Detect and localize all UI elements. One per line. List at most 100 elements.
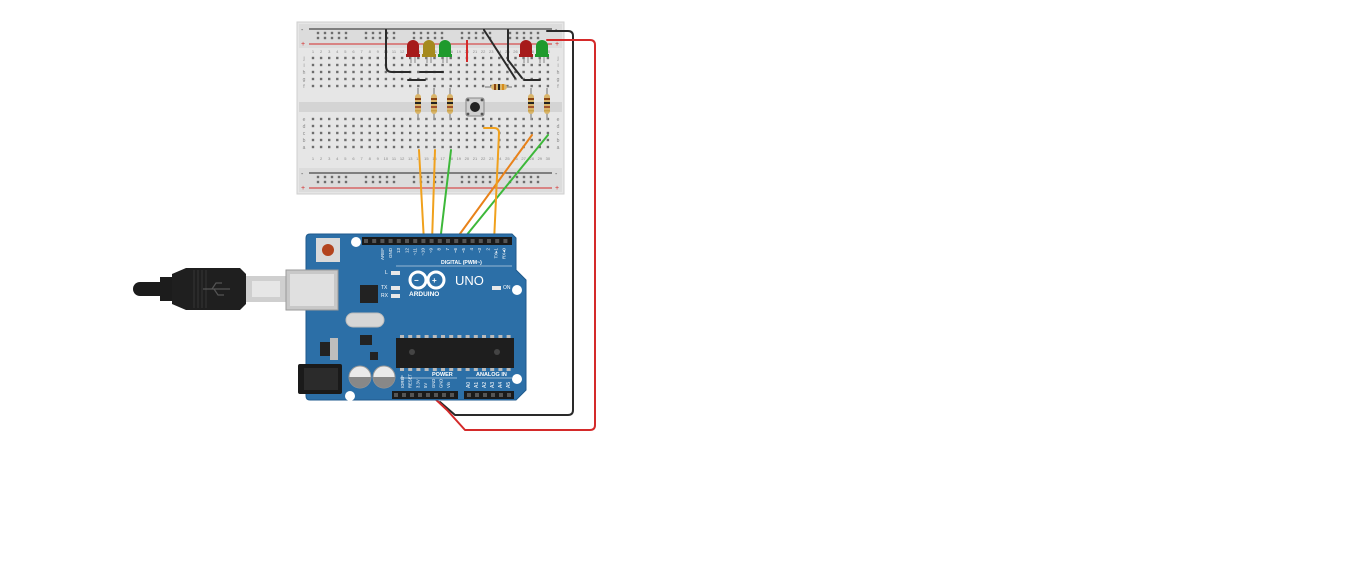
power-header[interactable] xyxy=(392,391,458,399)
led-yellow-1[interactable] xyxy=(422,40,436,63)
bb-col-number: 8 xyxy=(369,156,372,161)
resistor-2[interactable] xyxy=(431,88,437,120)
rx-led-label: RX xyxy=(381,293,389,299)
bb-col-number: 13 xyxy=(408,156,413,161)
bb-col-number: 3 xyxy=(328,49,331,54)
digital-pin-label: 8 xyxy=(437,248,442,251)
rail-plus-label-br: + xyxy=(555,185,559,192)
bb-col-number: 10 xyxy=(384,156,389,161)
analog-pin-label: A1 xyxy=(474,382,480,388)
bb-col-number: 25 xyxy=(505,156,510,161)
digital-pin-label: RX◂0 xyxy=(502,248,507,260)
arduino-logo-icon xyxy=(408,270,446,290)
bb-col-number: 18 xyxy=(448,49,453,54)
bb-col-number: 24 xyxy=(497,156,502,161)
signal-wires[interactable] xyxy=(418,127,549,243)
bb-col-number: 5 xyxy=(344,49,347,54)
resistors[interactable] xyxy=(415,88,550,120)
bb-col-number: 5 xyxy=(344,156,347,161)
usb-cable[interactable] xyxy=(133,268,286,310)
breadboard-black-jumpers[interactable] xyxy=(385,29,541,81)
wire-pin-2 xyxy=(483,127,501,243)
tx-led-label: TX xyxy=(381,285,388,291)
resistor-3[interactable] xyxy=(447,88,453,120)
bb-row-letter: b xyxy=(303,138,306,144)
bb-col-number: 22 xyxy=(481,156,486,161)
resistor-pulldown[interactable] xyxy=(485,84,512,90)
bb-col-number: 7 xyxy=(360,49,363,54)
on-led-label: ON xyxy=(503,285,511,291)
led-red-1[interactable] xyxy=(406,40,420,63)
bb-col-number: 6 xyxy=(352,49,355,54)
bb-row-letter: h xyxy=(303,70,306,76)
led-green-1[interactable] xyxy=(438,40,452,63)
brand-label: ARDUINO xyxy=(409,291,439,298)
rail-minus-label-bl: - xyxy=(301,171,304,178)
svg-text:+: + xyxy=(432,276,437,285)
resistor-4[interactable] xyxy=(528,88,534,120)
wire-pin-10 xyxy=(439,149,452,243)
digital-pin-label: ~11 xyxy=(412,248,417,256)
led-red-2[interactable] xyxy=(519,40,533,63)
analog-pin-label: A5 xyxy=(506,382,512,388)
wire-gnd xyxy=(439,30,574,416)
digital-pin-label: TX▸1 xyxy=(493,248,498,259)
bb-col-number: 6 xyxy=(352,156,355,161)
rail-plus-label-tr: + xyxy=(555,41,559,48)
rail-minus-label-br: - xyxy=(555,171,558,178)
led-green-2[interactable] xyxy=(535,40,549,63)
bb-row-letter: j xyxy=(302,56,304,62)
bb-row-letter: b xyxy=(557,138,560,144)
bb-col-number: 2 xyxy=(320,49,323,54)
svg-text:−: − xyxy=(414,276,419,285)
digital-header[interactable] xyxy=(362,237,512,245)
arduino-uno[interactable]: L TX RX ON − + ARDUINO UNO DIGITAL (PWM~… xyxy=(285,233,527,401)
bb-col-number: 15 xyxy=(424,156,429,161)
digital-pin-label: ~3 xyxy=(477,248,482,254)
power-wires[interactable] xyxy=(431,30,596,431)
bb-row-letter: e xyxy=(303,117,306,123)
bb-col-number: 17 xyxy=(440,156,445,161)
push-button[interactable] xyxy=(465,97,485,117)
bb-col-number: 21 xyxy=(473,49,478,54)
bb-col-number: 28 xyxy=(529,156,534,161)
bb-col-number: 12 xyxy=(400,156,405,161)
bb-col-number: 8 xyxy=(369,49,372,54)
wire-pin-5 xyxy=(460,134,549,243)
bb-col-number: 7 xyxy=(360,156,363,161)
bb-col-number: 30 xyxy=(546,49,551,54)
analog-header[interactable] xyxy=(464,391,514,399)
bb-col-number: 28 xyxy=(529,49,534,54)
bb-row-letter: f xyxy=(303,84,305,90)
bb-row-letter: c xyxy=(303,131,306,137)
wire-pin-12 xyxy=(418,149,425,243)
bb-col-number: 19 xyxy=(457,156,462,161)
analog-pin-label: A3 xyxy=(490,382,496,388)
digital-pin-label: ~10 xyxy=(421,248,426,256)
resistor-5[interactable] xyxy=(544,88,550,120)
bb-col-number: 29 xyxy=(538,156,543,161)
bb-row-letter: f xyxy=(557,84,559,90)
bb-row-letter: a xyxy=(303,145,306,151)
bb-row-letter: a xyxy=(557,145,560,151)
bb-col-number: 22 xyxy=(481,49,486,54)
power-pin-label: GND xyxy=(439,379,444,388)
rail-minus-label-tl: - xyxy=(301,27,304,34)
analog-pin-label: A2 xyxy=(482,382,488,388)
bb-col-number: 19 xyxy=(457,49,462,54)
bb-col-number: 11 xyxy=(392,156,397,161)
leds[interactable] xyxy=(406,40,549,63)
bb-row-letter: d xyxy=(557,124,560,130)
analog-pin-label: A0 xyxy=(466,382,472,388)
power-pin-label: GND xyxy=(431,379,436,388)
bb-row-letter: h xyxy=(557,70,560,76)
power-pin-label: 5V xyxy=(423,383,428,388)
rail-plus-label-tl: + xyxy=(301,41,305,48)
bb-col-number: 4 xyxy=(336,49,339,54)
digital-label: DIGITAL (PWM~) xyxy=(441,260,482,266)
bb-col-number: 1 xyxy=(312,156,315,161)
resistor-1[interactable] xyxy=(415,88,421,120)
bb-row-letter: i xyxy=(557,63,558,69)
power-label: POWER xyxy=(432,372,453,378)
